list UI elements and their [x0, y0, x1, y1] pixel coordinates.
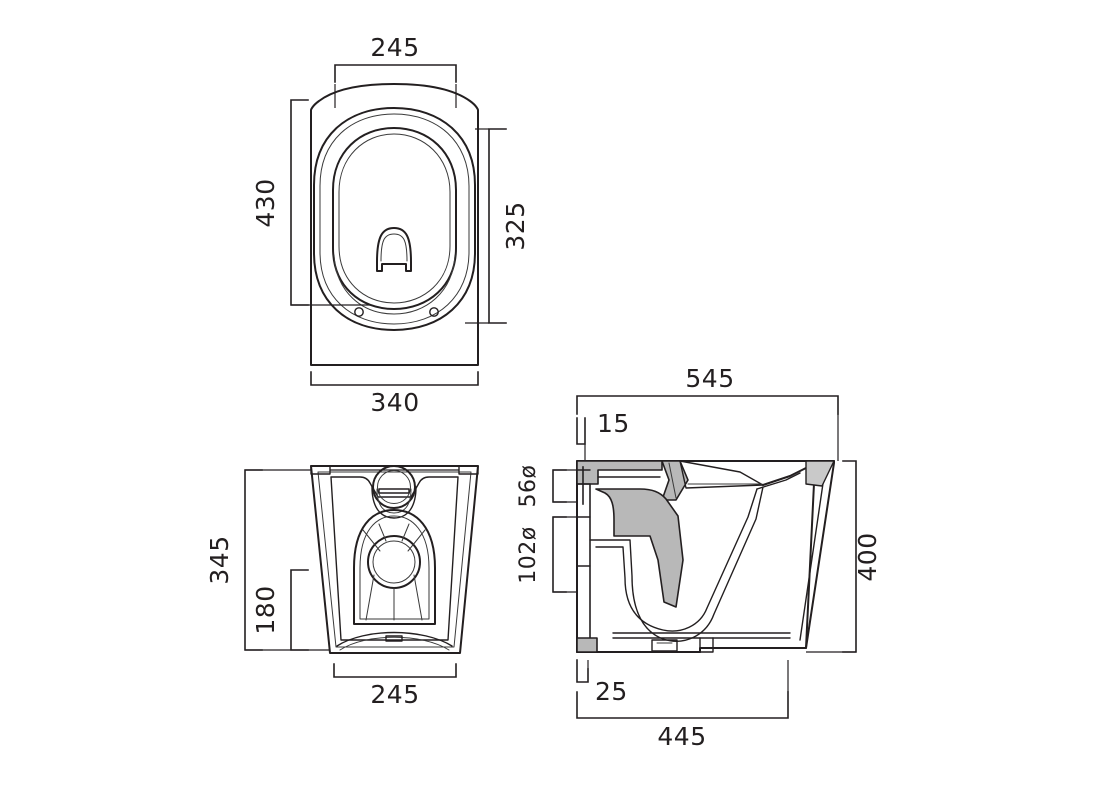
side-view-right-rim-section: [805, 460, 835, 487]
top-view-bowl-inner-line: [338, 133, 451, 304]
top-view-rim-outer-inner-line: [319, 113, 470, 325]
dim-345-front: 345: [205, 469, 330, 651]
front-view-outlet-circle-inner: [372, 540, 416, 584]
front-view-rib-right-inner: [401, 523, 410, 542]
front-view-base-arc: [336, 631, 453, 647]
dim-400-side: 400: [806, 460, 882, 653]
side-view-bowl-wall-outer: [762, 467, 807, 486]
top-view-flush-feature-inner: [380, 233, 408, 262]
top-view-fixing-hole-left: [354, 307, 364, 317]
dim-445-side-label: 445: [657, 722, 706, 751]
top-view-flush-feature: [376, 227, 412, 272]
side-view-base-foot: [699, 637, 714, 653]
side-view-outlet-upper-opening: [576, 469, 591, 485]
dim-25-side-label: 25: [595, 677, 628, 706]
top-view: 245 430 325 340: [251, 33, 530, 417]
dim-15-side: 15: [576, 409, 630, 461]
front-view-rib-left-inner: [378, 523, 387, 542]
dim-56d-side-label: 56ø: [516, 465, 541, 508]
side-view-outlet-lower-opening: [576, 516, 591, 567]
dim-340-bottom-label: 340: [370, 388, 419, 417]
front-view-rib-right-outer: [407, 529, 426, 552]
front-view-flush-valve-skirt: [371, 486, 417, 519]
dim-345-front-label: 345: [205, 535, 234, 584]
side-view-drain-nub: [651, 639, 678, 652]
dim-245-top-label: 245: [370, 33, 419, 62]
top-view-fixing-hole-right: [429, 307, 439, 317]
dim-15-side-label: 15: [597, 409, 630, 438]
side-view-body-section: [595, 488, 684, 608]
side-section-view: 545 15 56ø 102ø 400: [516, 364, 882, 751]
side-view-bottom-left-block: [576, 637, 598, 653]
side-view-trap-outer: [589, 486, 764, 642]
front-view-rib-left-down: [365, 574, 375, 621]
dim-325-right-label: 325: [501, 201, 530, 250]
dim-545-side: 545: [576, 364, 839, 461]
front-view-flush-valve-inner: [377, 470, 411, 504]
front-view-base-arc-inner: [339, 636, 450, 651]
dim-245-front: 245: [333, 663, 457, 709]
dim-245-top: 245: [334, 33, 457, 108]
front-view-flush-valve-skirt-inner: [376, 488, 412, 514]
top-view-body-outline: [310, 83, 479, 366]
front-view-body-inner-line: [317, 471, 472, 648]
front-view-bowl-outline: [353, 509, 436, 625]
front-view-flush-valve-slot: [378, 488, 410, 494]
dim-545-side-label: 545: [685, 364, 734, 393]
front-view: 345 180 245: [205, 465, 479, 709]
front-view-rib-left-outer: [362, 529, 381, 552]
dim-56d-side: 56ø: [516, 465, 577, 508]
front-view-rib-right-down: [413, 574, 423, 621]
dim-102d-side: 102ø: [516, 516, 577, 593]
dim-325-right: 325: [465, 128, 530, 324]
dim-180-front: 180: [251, 569, 309, 651]
front-view-base-tab: [385, 635, 403, 642]
dim-245-front-label: 245: [370, 680, 419, 709]
dim-445-side: 445: [576, 660, 789, 751]
front-view-body-outline: [310, 465, 479, 654]
side-view-right-skin-inner: [799, 462, 827, 641]
front-view-interior-panel: [330, 476, 459, 641]
dim-430-left: 430: [251, 99, 370, 306]
dim-102d-side-label: 102ø: [516, 526, 541, 583]
dim-430-left-label: 430: [251, 178, 280, 227]
side-view-bowl-wall-inner: [756, 472, 801, 490]
dim-340-bottom: 340: [310, 371, 479, 417]
top-view-bowl-bottom-arc: [333, 254, 456, 315]
dim-180-front-label: 180: [251, 585, 280, 634]
side-view-rim-wedge-line: [668, 462, 677, 499]
top-view-rim-outer: [313, 107, 476, 331]
side-view-trap-inner: [595, 488, 758, 632]
front-view-flush-valve-outer: [372, 465, 416, 509]
top-view-bowl-outline: [332, 127, 457, 310]
dim-400-side-label: 400: [853, 532, 882, 581]
front-view-bowl-inner-line: [359, 515, 430, 620]
dim-25-side: 25: [576, 659, 628, 706]
